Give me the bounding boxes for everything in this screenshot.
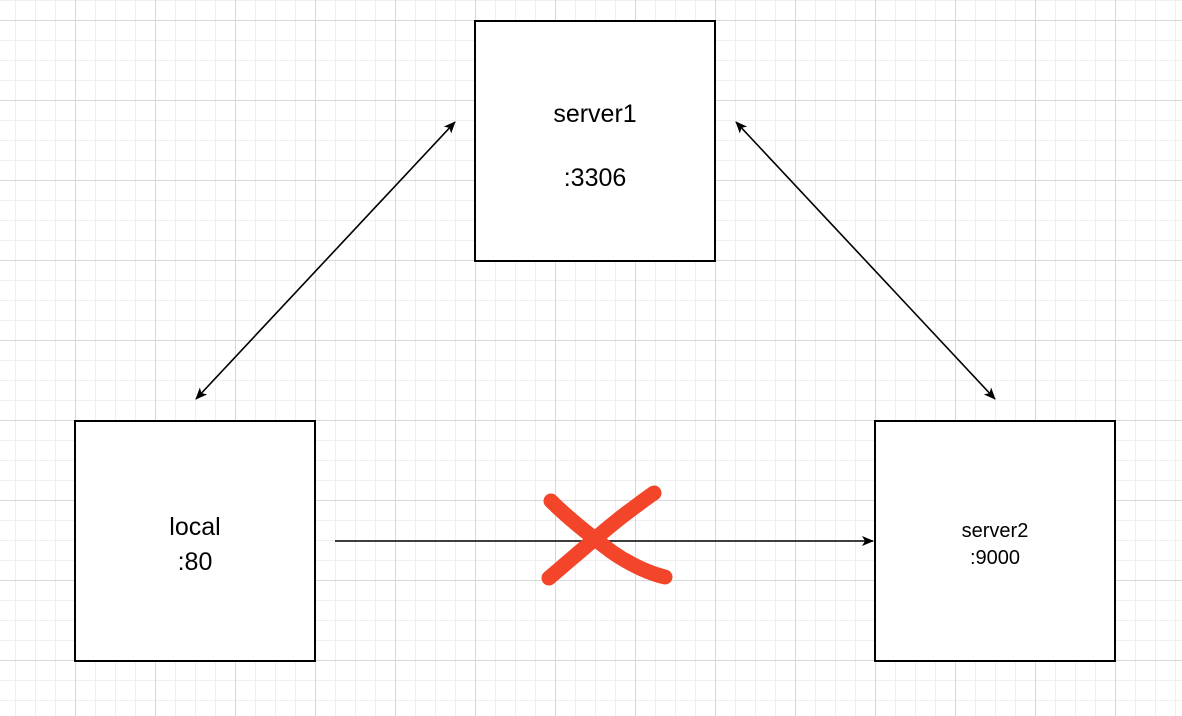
server1-box: server1 :3306 bbox=[474, 20, 716, 262]
server2-name: server2 bbox=[961, 520, 1029, 542]
server2-box: server2 :9000 bbox=[874, 420, 1116, 662]
edge-local-server1 bbox=[195, 121, 456, 400]
cross-mark-icon bbox=[541, 485, 673, 586]
server1-name: server1 bbox=[553, 100, 637, 128]
local-box: local :80 bbox=[74, 420, 316, 662]
local-name: local bbox=[169, 513, 221, 541]
server1-port: :3306 bbox=[563, 164, 627, 192]
local-port: :80 bbox=[177, 548, 213, 576]
edge-server1-server2 bbox=[735, 121, 996, 400]
server2-port: :9000 bbox=[969, 547, 1021, 569]
